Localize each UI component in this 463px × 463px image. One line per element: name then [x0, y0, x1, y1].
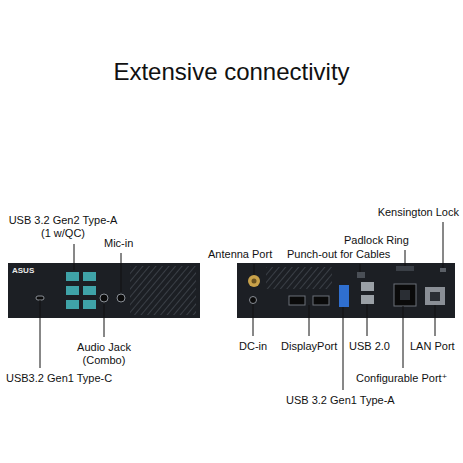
- brand-logo: ASUS: [12, 266, 34, 276]
- port-label: Kensington Lock: [378, 206, 459, 219]
- leader-lines: [40, 222, 443, 390]
- port-label: USB 3.2 Gen1 Type-A: [286, 394, 395, 407]
- port-label: Mic-in: [104, 237, 133, 250]
- port-label: Configurable Port⁺: [356, 372, 447, 385]
- port-label: USB 3.2 Gen2 Type-A (1 w/QC): [6, 214, 120, 240]
- port-label: USB 2.0: [349, 340, 390, 353]
- port-label: Punch-out for Cables: [287, 248, 390, 261]
- page-title: Extensive connectivity: [0, 58, 463, 86]
- port-label: LAN Port: [410, 340, 455, 353]
- rear-panel: [237, 263, 455, 318]
- port-label: Padlock Ring: [344, 234, 409, 247]
- port-label: Audio Jack (Combo): [74, 341, 134, 367]
- port-label: DisplayPort: [281, 340, 337, 353]
- port-label: DC-in: [239, 340, 267, 353]
- port-label: Antenna Port: [208, 248, 272, 261]
- port-label: USB3.2 Gen1 Type-C: [6, 372, 112, 385]
